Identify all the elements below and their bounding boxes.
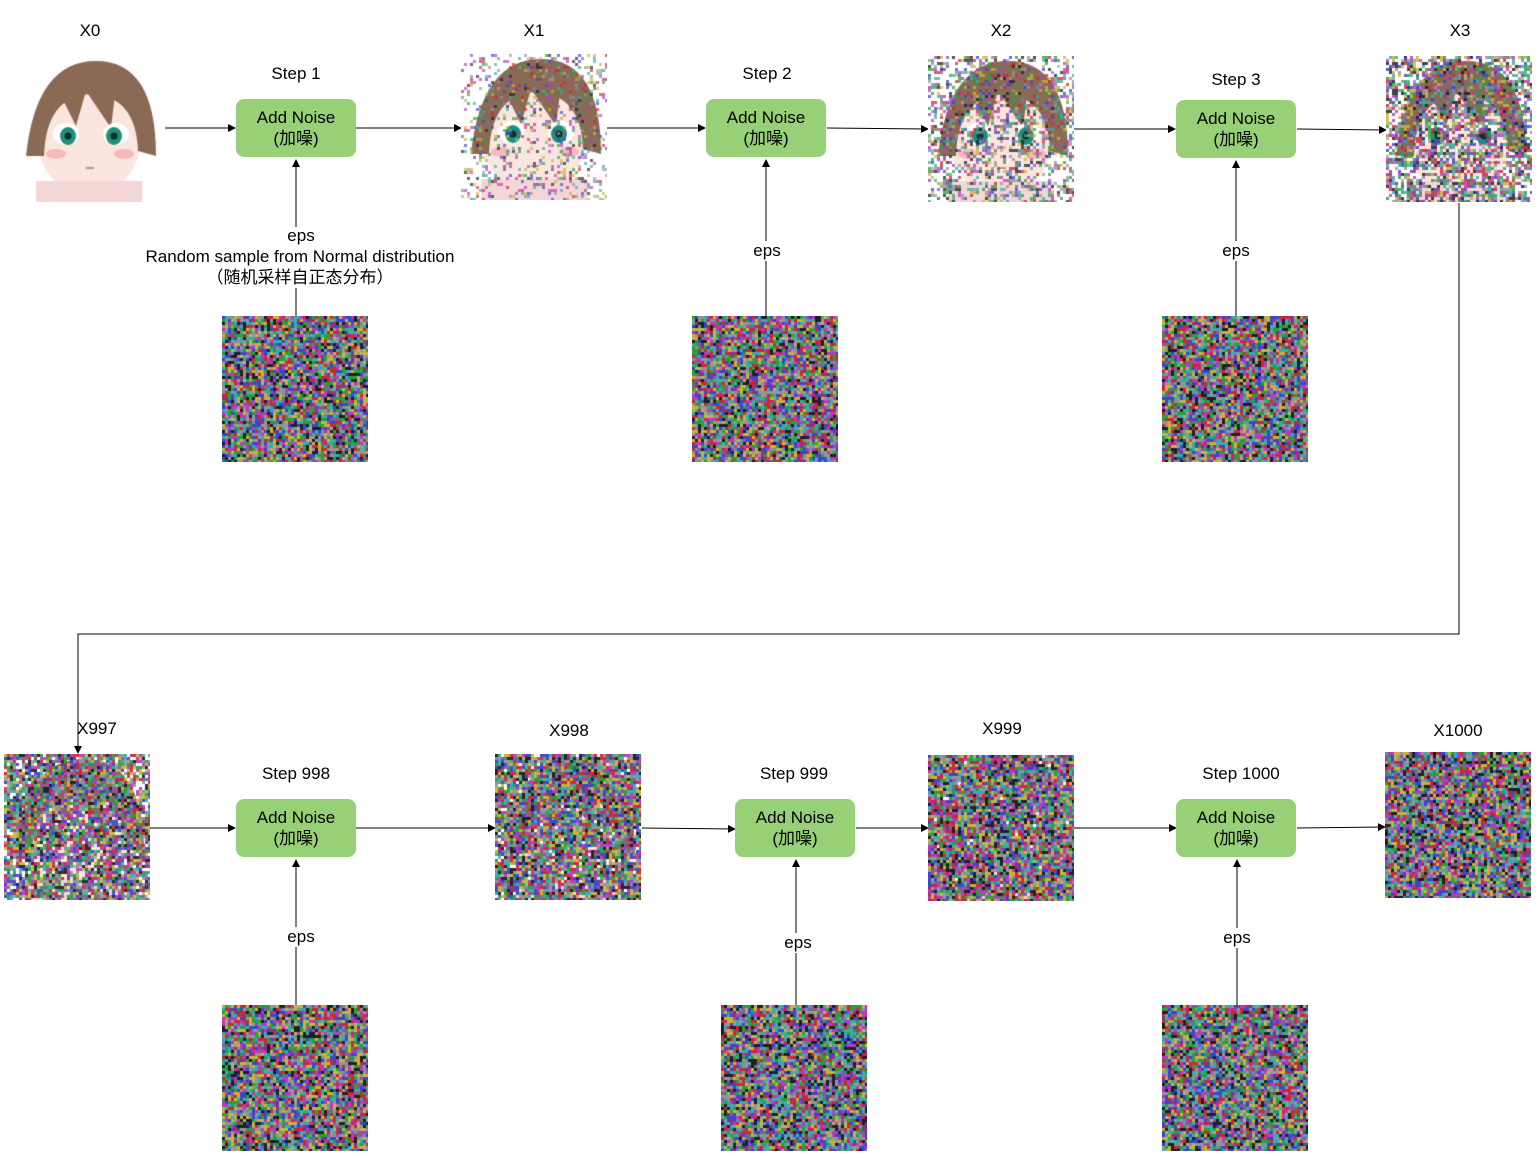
image-x1000[interactable] bbox=[1385, 752, 1531, 898]
image-x1[interactable] bbox=[461, 54, 607, 200]
add-noise-label: Add Noise bbox=[726, 108, 806, 127]
eps-label-step1000: eps bbox=[1207, 928, 1267, 948]
state-label-x998: X998 bbox=[549, 721, 589, 740]
eps-noise-image-step1000[interactable] bbox=[1162, 1005, 1308, 1151]
arrow-step2-to-x2 bbox=[826, 124, 929, 133]
add-noise-label: Add Noise bbox=[256, 808, 336, 827]
eps-label-step2: eps bbox=[737, 241, 797, 261]
add-noise-label: Add Noise bbox=[1196, 109, 1276, 128]
add-noise-node-step998[interactable]: Add Noise (加噪) bbox=[236, 799, 356, 857]
add-noise-label-cn: (加噪) bbox=[772, 829, 818, 848]
add-noise-node-step3[interactable]: Add Noise (加噪) bbox=[1176, 100, 1296, 158]
step-title-1: Step 1 bbox=[271, 64, 321, 83]
image-x0[interactable] bbox=[16, 56, 162, 202]
add-noise-node-step2[interactable]: Add Noise (加噪) bbox=[706, 99, 826, 157]
arrow-x998-to-step999 bbox=[641, 824, 736, 833]
add-noise-label-cn: (加噪) bbox=[273, 829, 319, 848]
eps-noise-image-step999[interactable] bbox=[721, 1005, 867, 1151]
arrow-step3-to-x3 bbox=[1296, 125, 1387, 134]
eps-noise-image-step998[interactable] bbox=[222, 1005, 368, 1151]
image-x2[interactable] bbox=[928, 56, 1074, 202]
add-noise-label-cn: (加噪) bbox=[273, 129, 319, 148]
state-label-x997: X997 bbox=[77, 719, 117, 738]
state-label-x2: X2 bbox=[990, 21, 1012, 40]
step-title-998: Step 998 bbox=[261, 764, 331, 783]
state-label-x999: X999 bbox=[982, 719, 1022, 738]
eps-label-step3: eps bbox=[1206, 241, 1266, 261]
add-noise-label: Add Noise bbox=[1196, 808, 1276, 827]
eps-note-line1: Random sample from Normal distribution bbox=[145, 247, 455, 266]
state-label-x1: X1 bbox=[523, 21, 545, 40]
eps-label-step999: eps bbox=[768, 933, 828, 953]
arrow-x3-to-x997 bbox=[74, 203, 1460, 754]
add-noise-node-step1000[interactable]: Add Noise (加噪) bbox=[1176, 799, 1296, 857]
step-title-2: Step 2 bbox=[742, 64, 792, 83]
add-noise-label: Add Noise bbox=[256, 108, 336, 127]
image-x3[interactable] bbox=[1386, 56, 1532, 202]
image-x997[interactable] bbox=[4, 754, 150, 900]
add-noise-node-step1[interactable]: Add Noise (加噪) bbox=[236, 99, 356, 157]
arrow-step1000-to-x1000 bbox=[1296, 823, 1386, 832]
step-title-3: Step 3 bbox=[1211, 70, 1261, 89]
state-label-x3: X3 bbox=[1449, 21, 1471, 40]
add-noise-label-cn: (加噪) bbox=[743, 129, 789, 148]
eps-note-line2: （随机采样自正态分布） bbox=[206, 268, 394, 287]
step-title-999: Step 999 bbox=[759, 764, 829, 783]
eps-noise-image-step2[interactable] bbox=[692, 316, 838, 462]
state-label-x1000: X1000 bbox=[1433, 721, 1483, 740]
image-x998[interactable] bbox=[495, 754, 641, 900]
eps-label-step998: eps bbox=[271, 927, 331, 947]
eps-label-step1: eps bbox=[287, 226, 315, 245]
step-title-1000: Step 1000 bbox=[1202, 764, 1280, 783]
add-noise-node-step999[interactable]: Add Noise (加噪) bbox=[735, 799, 855, 857]
state-label-x0: X0 bbox=[79, 21, 101, 40]
image-x999[interactable] bbox=[928, 755, 1074, 901]
add-noise-label-cn: (加噪) bbox=[1213, 130, 1259, 149]
eps-noise-image-step1[interactable] bbox=[222, 316, 368, 462]
add-noise-label: Add Noise bbox=[755, 808, 835, 827]
add-noise-label-cn: (加噪) bbox=[1213, 829, 1259, 848]
eps-noise-image-step3[interactable] bbox=[1162, 316, 1308, 462]
